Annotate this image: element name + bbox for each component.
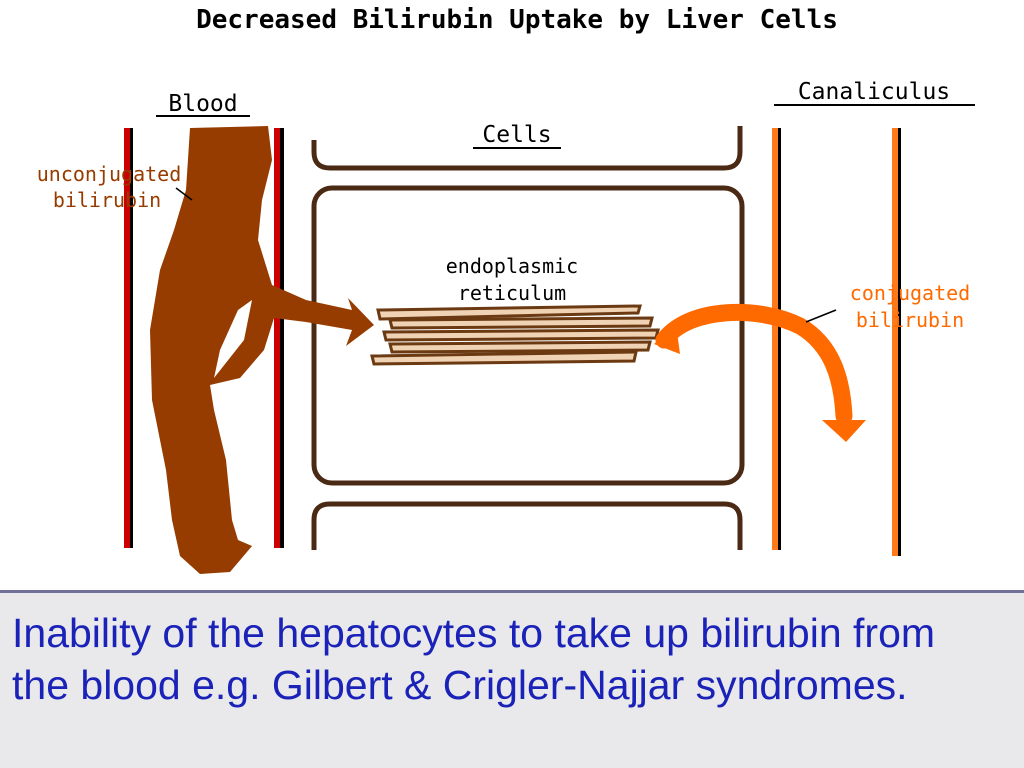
er-label-line2: reticulum (458, 281, 566, 305)
caption-text: Inability of the hepatocytes to take up … (12, 610, 936, 708)
vessel-lumen-gap (214, 300, 252, 378)
unconjugated-label-line1: unconjugated (37, 162, 182, 186)
blood-label: Blood (168, 91, 237, 117)
endoplasmic-reticulum (370, 304, 660, 366)
cells-label: Cells (482, 122, 551, 148)
unconjugated-label-leader (175, 187, 193, 201)
lower-cell-outline (311, 501, 743, 550)
diagram-title: Decreased Bilirubin Uptake by Liver Cell… (196, 5, 838, 35)
canaliculus-label: Canaliculus (798, 79, 950, 105)
canaliculus-left-wall (772, 128, 781, 550)
unconjugated-bilirubin-flow (150, 126, 374, 574)
upper-cell-outline (311, 126, 743, 171)
conjugated-bilirubin-tail (654, 324, 680, 354)
conjugated-bilirubin-arrowhead (822, 420, 866, 442)
middle-cell-outline (311, 185, 745, 486)
bilirubin-uptake-diagram: Decreased Bilirubin Uptake by Liver Cell… (37, 5, 975, 574)
unconjugated-label-line2: bilirubin (53, 188, 161, 212)
canaliculus-right-wall (892, 128, 901, 556)
conjugated-bilirubin-flow (655, 303, 853, 425)
conjugated-label-leader (805, 309, 837, 323)
caption-panel: Inability of the hepatocytes to take up … (0, 590, 1024, 768)
blood-vessel-left-wall (124, 128, 133, 548)
conjugated-label-line1: conjugated (850, 281, 970, 305)
blood-vessel-right-wall (274, 128, 284, 548)
conjugated-label-line2: bilirubin (856, 308, 964, 332)
er-label-line1: endoplasmic (446, 254, 578, 278)
